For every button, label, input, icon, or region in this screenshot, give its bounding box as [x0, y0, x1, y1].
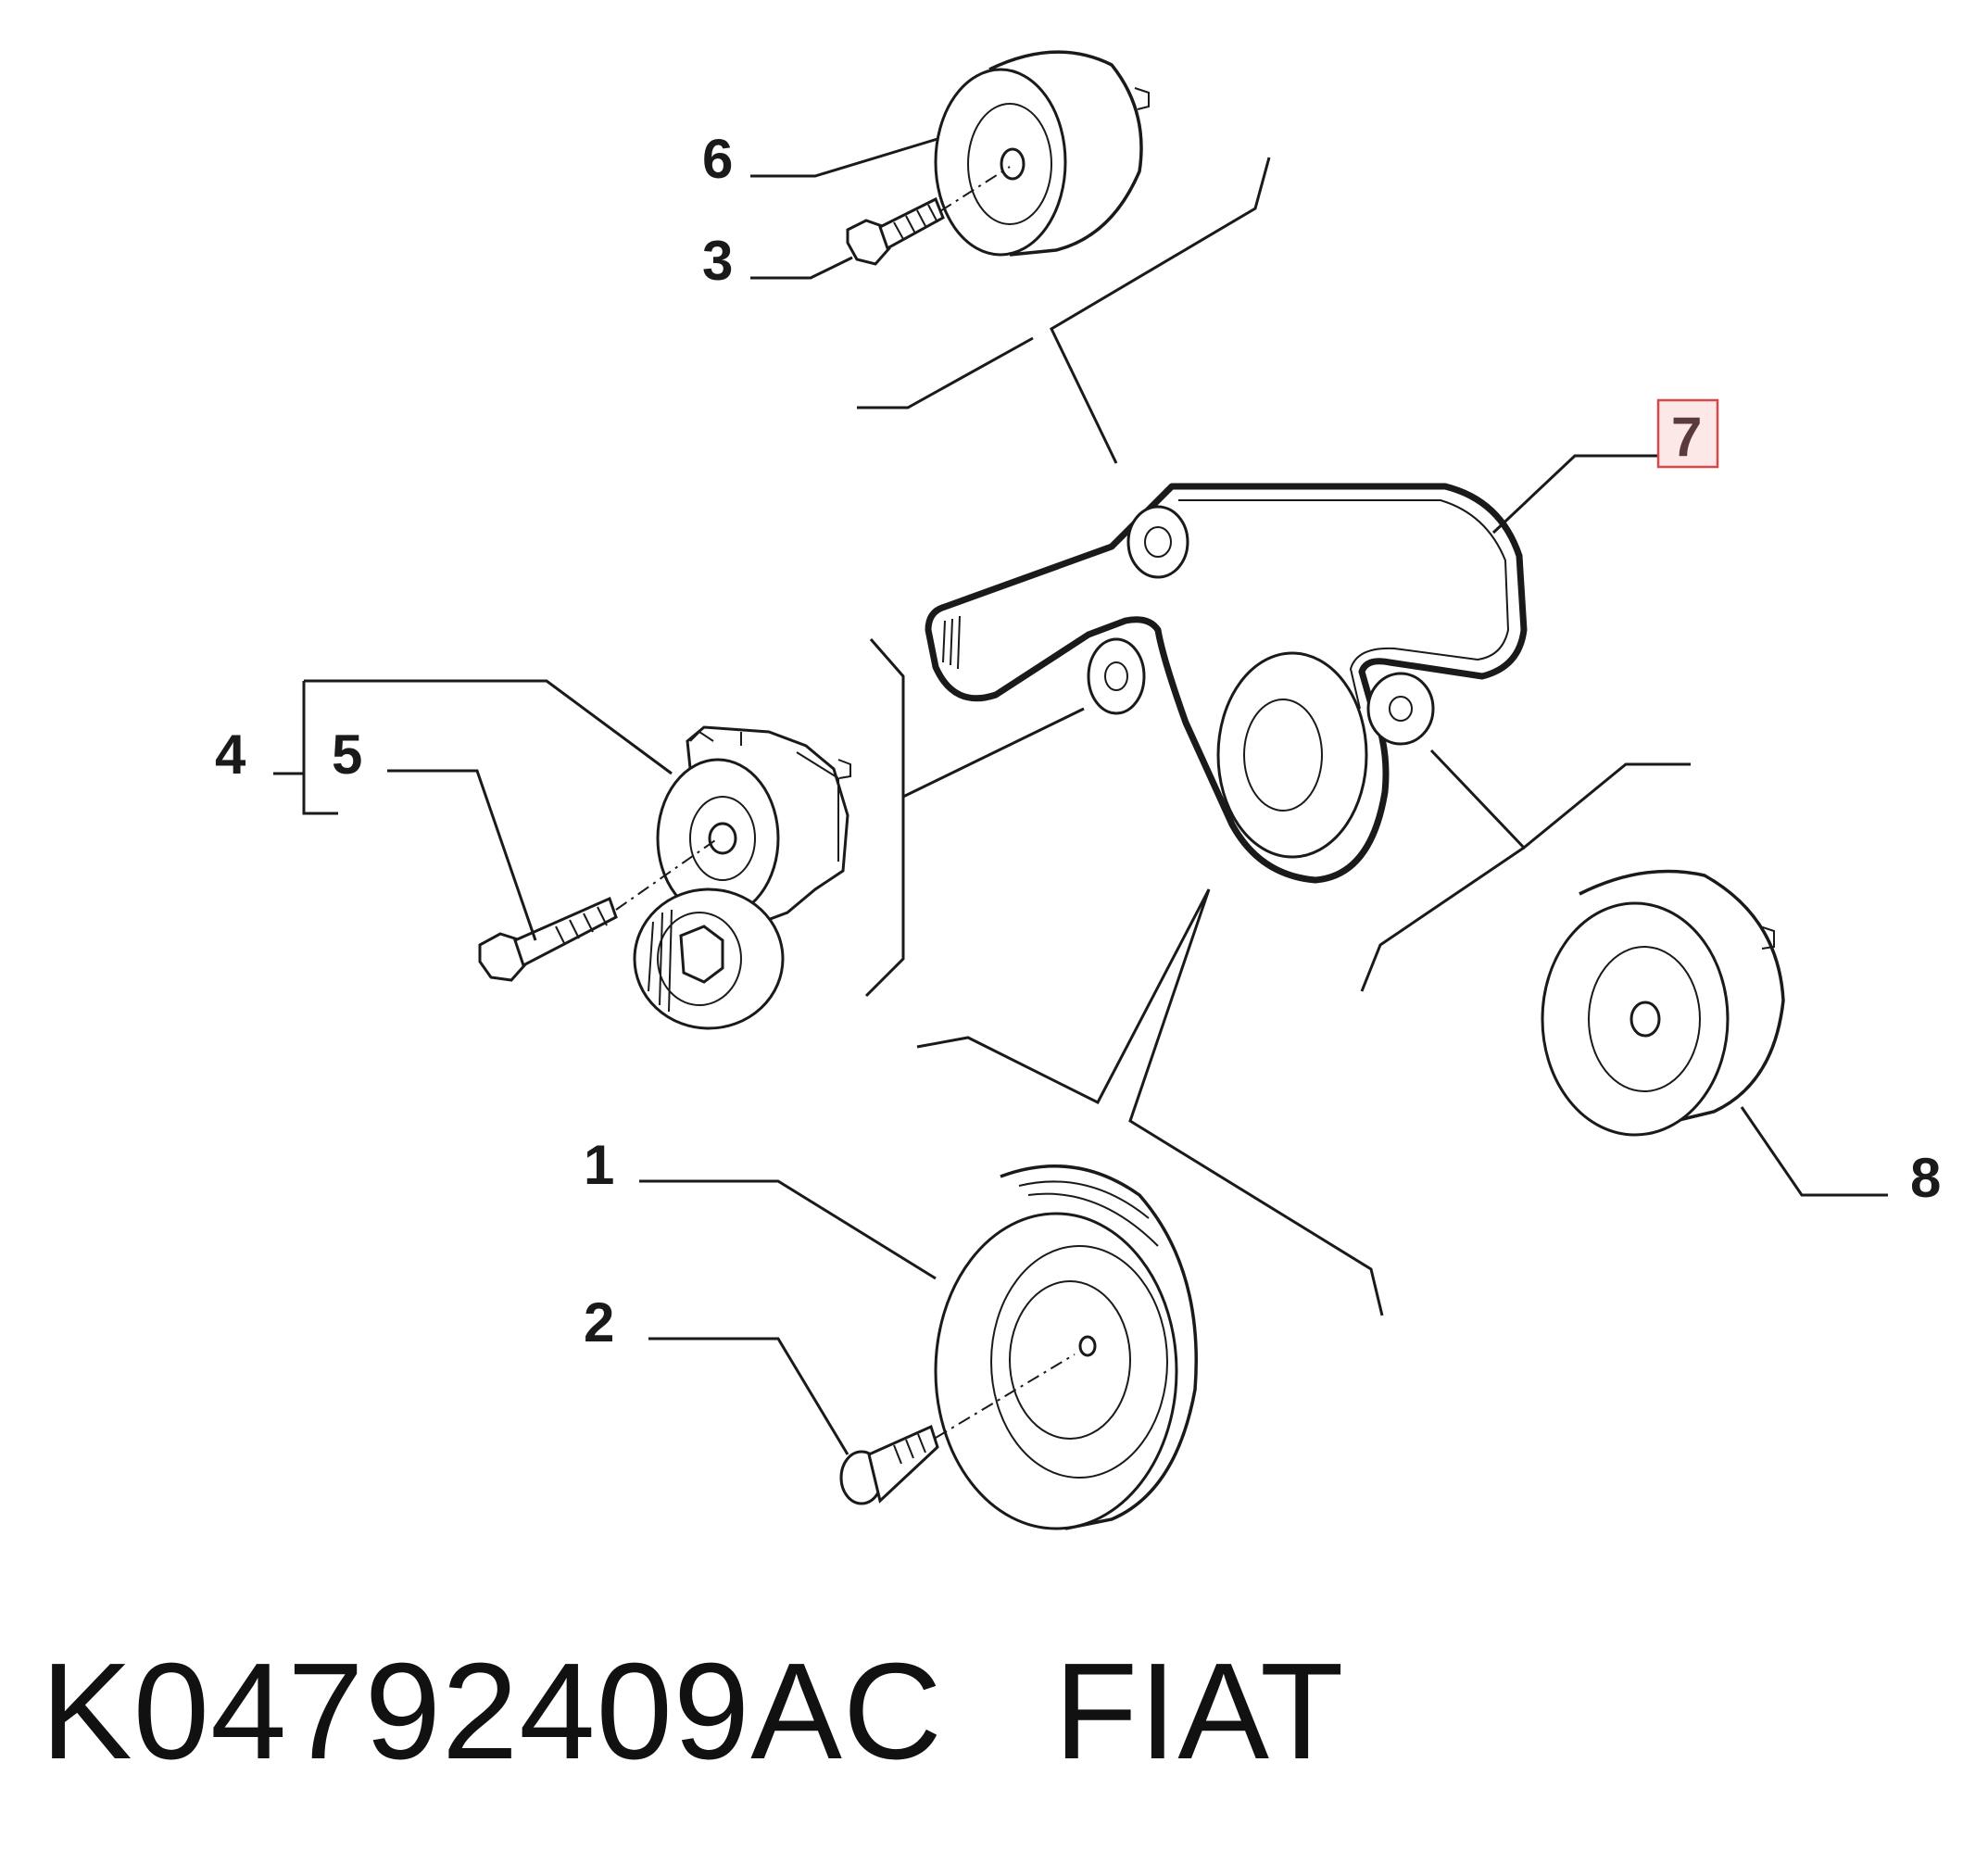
leader-4-bracket: [273, 679, 673, 815]
leader-6: [750, 137, 938, 178]
callout-5[interactable]: 5: [332, 724, 362, 786]
bolt-3: [846, 166, 1011, 266]
exploded-parts-diagram: 6 3 4 5 7 8 1 2: [215, 50, 1941, 1530]
callout-4[interactable]: 4: [215, 724, 246, 786]
part-number: K04792409AC: [41, 1635, 943, 1788]
bolt-2: [839, 1353, 1076, 1505]
callout-8[interactable]: 8: [1910, 1147, 1941, 1209]
leader-8: [1740, 1106, 1888, 1197]
callout-7[interactable]: 7: [1671, 406, 1702, 468]
drive-belt-7: [925, 483, 1528, 884]
bolt-5: [478, 837, 719, 982]
brand-name: FIAT: [1053, 1635, 1345, 1788]
leader-2: [648, 1337, 849, 1455]
callout-2[interactable]: 2: [584, 1291, 614, 1353]
idler-pulley-8: [1541, 869, 1785, 1137]
callout-7-highlight-box: [1656, 398, 1719, 469]
callout-1[interactable]: 1: [584, 1134, 614, 1196]
footer-caption: K04792409AC FIAT: [41, 1619, 1344, 1805]
tensioner-4: [633, 725, 851, 1030]
leader-5: [387, 769, 537, 941]
leader-3: [750, 256, 853, 280]
crank-pulley-1: [934, 1164, 1198, 1530]
leader-7: [1491, 454, 1658, 535]
callout-6[interactable]: 6: [702, 128, 733, 190]
leader-1: [639, 1179, 937, 1280]
callout-3[interactable]: 3: [702, 230, 733, 292]
idler-pulley-6: [934, 50, 1150, 257]
